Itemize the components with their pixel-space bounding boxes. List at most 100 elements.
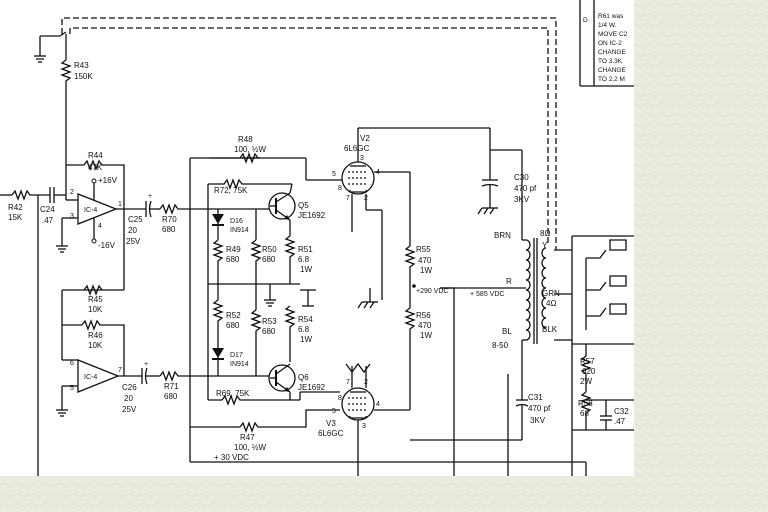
r48-value-label: 100, ½W — [234, 145, 266, 154]
ic4-top-label: IC-4 — [84, 207, 97, 214]
output-network: R57 620 2W R58 68 C32 .47 — [572, 343, 634, 431]
black-lead-label: BLK — [542, 325, 558, 334]
r44-value-label: 47K — [88, 163, 103, 172]
d17-ref-label: D17 — [230, 352, 243, 359]
input-network: R42 15K C24 .47 — [0, 187, 66, 476]
r55-ref-label: R55 — [416, 245, 431, 254]
notes-letter: D — [583, 17, 588, 24]
r51-watt-label: 1W — [300, 265, 312, 274]
minus16v-label: -16V — [98, 241, 116, 250]
c24-value-label: .47 — [42, 216, 54, 225]
r51-value-label: 6.8 — [298, 255, 310, 264]
red-lead-label: R — [506, 277, 512, 286]
r46-value-label: 10K — [88, 341, 103, 350]
r54-watt-label: 1W — [300, 335, 312, 344]
feedback-dashed-lines — [61, 17, 557, 250]
r45-ref-label: R45 — [88, 295, 103, 304]
output-transformer: BRN R + 585 VDC BL 8-50 8Ω Y GRN 4Ω BLK — [440, 229, 634, 476]
r70-ref-label: R70 — [162, 215, 177, 224]
note-line-1: R61 was — [598, 13, 624, 20]
resistor-r43: R43 150K — [60, 59, 93, 160]
v3-pin5-label: 5 — [332, 408, 336, 415]
ic4b-pin6-label: 6 — [70, 360, 74, 367]
v2-pin8-label: 8 — [338, 185, 342, 192]
r54-ref-label: R54 — [298, 315, 313, 324]
r43-ref-label: R43 — [74, 61, 89, 70]
output-tubes: V2 6L6GC 8 5 3 4 7 2 V3 6L6GC 8 5 3 4 7 … — [318, 127, 490, 476]
r47-value-label: 100, ½W — [234, 443, 266, 452]
r58-value-label: 68 — [580, 409, 589, 418]
driver-block: R 4 8 100, ½W R72, 75K D16 IN914 Q5 JE1692… — [189, 135, 587, 476]
ic4b-pin7-label: 7 — [118, 367, 122, 374]
svg-text:+: + — [144, 361, 148, 368]
note-line-6: TO 3.3K — [598, 58, 623, 65]
ic4-pin2-label: 2 — [70, 189, 74, 196]
v3-value-label: 6L6GC — [318, 429, 344, 438]
r57-value-label: 620 — [582, 367, 596, 376]
d16-value-label: IN914 — [230, 227, 249, 234]
c24-ref-label: C24 — [40, 205, 55, 214]
v2-ref-label: V2 — [360, 134, 370, 143]
r55-watt-label: 1W — [420, 266, 432, 275]
v2-value-label: 6L6GC — [344, 144, 370, 153]
schematic-sheet: D R61 was 1/4 W. MOVE C2 ON IC-2 CHANGE … — [0, 0, 634, 476]
note-line-5: CHANGE — [598, 49, 626, 56]
v3-pin8-label: 8 — [338, 395, 342, 402]
q5-value-label: JE1692 — [298, 211, 326, 220]
c32-ref-label: C32 — [614, 407, 629, 416]
c32-value-label: .47 — [614, 417, 626, 426]
r43-value-label: 150K — [74, 72, 93, 81]
q5-ref-label: Q5 — [298, 201, 309, 210]
r52-ref-label: R52 — [226, 311, 241, 320]
v2-pin3-label: 3 — [360, 155, 364, 162]
r44-ref-label: R44 — [88, 151, 103, 160]
plus585vdc-label: + 585 VDC — [470, 291, 504, 298]
yellow-lead-label: Y — [542, 241, 548, 250]
r72-label: R72, 75K — [214, 186, 248, 195]
r53-ref-label: R53 — [262, 317, 277, 326]
b50-label: 8-50 — [492, 341, 509, 350]
r71-value-label: 680 — [164, 392, 178, 401]
v3-pin7-label: 7 — [346, 379, 350, 386]
ic4-pin3-label: 3 — [70, 213, 74, 220]
r69-label: R69, 75K — [216, 389, 250, 398]
r56-ref-label: R56 — [416, 311, 431, 320]
r49-value-label: 680 — [226, 255, 240, 264]
svg-text:+: + — [148, 193, 152, 200]
r49-ref-label: R49 — [226, 245, 241, 254]
v2-pin7-label: 7 — [346, 195, 350, 202]
q6-value-label: JE1692 — [298, 383, 326, 392]
note-line-2: 1/4 W. — [598, 22, 617, 29]
c25-r70-path: + C25 20 25V R70 680 — [116, 193, 190, 290]
green-lead-label: GRN — [542, 289, 560, 298]
screen-resistors: R55 470 1W +290 VDC R56 470 1W — [404, 245, 455, 476]
plus16v-label: +16V — [98, 176, 118, 185]
8ohm-tap-label: 8Ω — [540, 229, 550, 238]
q6-ref-label: Q6 — [298, 373, 309, 382]
v2-pin5-label: 5 — [332, 171, 336, 178]
plate-capacitors: C30 470 pf 3KV C31 470 pf 3KV — [410, 128, 551, 476]
r50-value-label: 680 — [262, 255, 276, 264]
d17-value-label: IN914 — [230, 361, 249, 368]
note-line-8: TO 2.2 M — [598, 76, 625, 83]
c31-voltage-label: 3KV — [530, 416, 546, 425]
d16-ref-label: D16 — [230, 218, 243, 225]
c25-ref-label: C25 — [128, 215, 143, 224]
r71-ref-label: R71 — [164, 382, 179, 391]
r45-value-label: 10K — [88, 305, 103, 314]
ic4b-pin5-label: 5 — [70, 385, 74, 392]
r55-value-label: 470 — [418, 256, 432, 265]
note-line-3: MOVE C2 — [598, 31, 628, 38]
revision-notes-box: D R61 was 1/4 W. MOVE C2 ON IC-2 CHANGE … — [579, 0, 634, 87]
r58-ref-label: R58 — [578, 399, 593, 408]
c25-voltage-label: 25V — [126, 237, 141, 246]
ic4-top-opamp: IC-4 2 3 1 4 +16V -16V R44 47K — [56, 151, 125, 253]
brn-lead-label: BRN — [494, 231, 511, 240]
r42-ref-label: R42 — [8, 203, 23, 212]
plus30vdc-label: + 30 VDC — [214, 453, 249, 462]
v3-pin4-label: 4 — [376, 401, 380, 408]
r42-value-label: 15K — [8, 213, 23, 222]
c25-cap-label: 20 — [128, 226, 137, 235]
r47-ref-label: R47 — [240, 433, 255, 442]
v3-ref-label: V3 — [326, 419, 336, 428]
